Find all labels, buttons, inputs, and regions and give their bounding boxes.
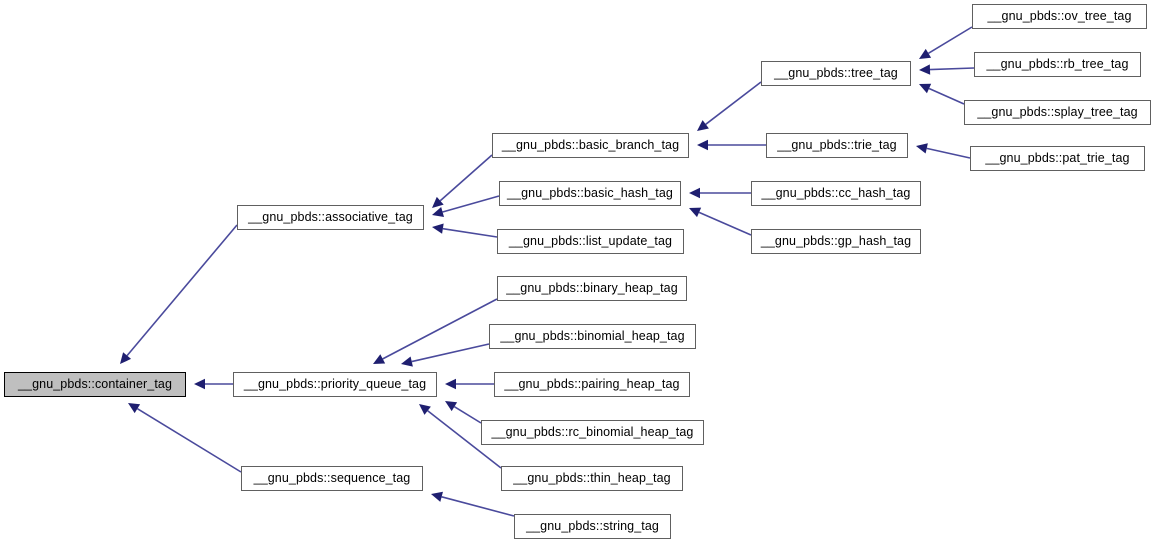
edge-string_tag-to-sequence_tag bbox=[431, 491, 515, 517]
class-node-binomial_heap_tag[interactable]: __gnu_pbds::binomial_heap_tag bbox=[489, 324, 696, 349]
class-node-label: __gnu_pbds::cc_hash_tag bbox=[761, 186, 911, 201]
class-node-label: __gnu_pbds::basic_branch_tag bbox=[501, 138, 680, 153]
class-node-trie_tag[interactable]: __gnu_pbds::trie_tag bbox=[766, 133, 908, 158]
edge-binomial_heap_tag-to-priority_queue_tag bbox=[401, 343, 490, 367]
class-node-priority_queue_tag[interactable]: __gnu_pbds::priority_queue_tag bbox=[233, 372, 437, 397]
edge-tree_tag-to-basic_branch_tag bbox=[697, 81, 762, 131]
edge-list_update_tag-to-associative_tag bbox=[432, 223, 498, 238]
class-node-pairing_heap_tag[interactable]: __gnu_pbds::pairing_heap_tag bbox=[494, 372, 690, 397]
edge-pat_trie_tag-to-trie_tag bbox=[916, 143, 971, 159]
class-node-tree_tag[interactable]: __gnu_pbds::tree_tag bbox=[761, 61, 911, 86]
class-node-binary_heap_tag[interactable]: __gnu_pbds::binary_heap_tag bbox=[497, 276, 687, 301]
class-node-label: __gnu_pbds::string_tag bbox=[526, 519, 659, 534]
edge-cc_hash_tag-to-basic_hash_tag bbox=[689, 187, 751, 199]
edge-basic_hash_tag-to-associative_tag bbox=[432, 195, 500, 218]
class-node-cc_hash_tag[interactable]: __gnu_pbds::cc_hash_tag bbox=[751, 181, 921, 206]
class-node-basic_hash_tag[interactable]: __gnu_pbds::basic_hash_tag bbox=[499, 181, 681, 206]
class-node-label: __gnu_pbds::gp_hash_tag bbox=[760, 234, 912, 249]
edge-associative_tag-to-container_tag bbox=[120, 224, 238, 364]
class-node-label: __gnu_pbds::binomial_heap_tag bbox=[500, 329, 685, 344]
class-node-label: __gnu_pbds::basic_hash_tag bbox=[507, 186, 673, 201]
class-node-label: __gnu_pbds::pat_trie_tag bbox=[985, 151, 1130, 166]
edge-rc_binomial_heap_tag-to-priority_queue_tag bbox=[445, 401, 482, 424]
class-node-basic_branch_tag[interactable]: __gnu_pbds::basic_branch_tag bbox=[492, 133, 689, 158]
class-node-splay_tree_tag[interactable]: __gnu_pbds::splay_tree_tag bbox=[964, 100, 1151, 125]
edge-splay_tree_tag-to-tree_tag bbox=[919, 83, 965, 105]
class-node-label: __gnu_pbds::sequence_tag bbox=[253, 471, 411, 486]
edge-gp_hash_tag-to-basic_hash_tag bbox=[689, 207, 752, 236]
class-node-string_tag[interactable]: __gnu_pbds::string_tag bbox=[514, 514, 671, 539]
class-node-sequence_tag[interactable]: __gnu_pbds::sequence_tag bbox=[241, 466, 423, 491]
class-node-container_tag[interactable]: __gnu_pbds::container_tag bbox=[4, 372, 186, 397]
class-node-thin_heap_tag[interactable]: __gnu_pbds::thin_heap_tag bbox=[501, 466, 683, 491]
edge-trie_tag-to-basic_branch_tag bbox=[697, 139, 766, 151]
class-node-gp_hash_tag[interactable]: __gnu_pbds::gp_hash_tag bbox=[751, 229, 921, 254]
edge-rb_tree_tag-to-tree_tag bbox=[919, 64, 975, 75]
edge-priority_queue_tag-to-container_tag bbox=[194, 378, 233, 390]
class-node-label: __gnu_pbds::priority_queue_tag bbox=[243, 377, 427, 392]
edge-binary_heap_tag-to-priority_queue_tag bbox=[373, 298, 498, 364]
class-node-label: __gnu_pbds::rb_tree_tag bbox=[986, 57, 1129, 72]
class-node-label: __gnu_pbds::splay_tree_tag bbox=[977, 105, 1138, 120]
edge-pairing_heap_tag-to-priority_queue_tag bbox=[445, 378, 494, 390]
edge-basic_branch_tag-to-associative_tag bbox=[432, 154, 493, 208]
class-node-ov_tree_tag[interactable]: __gnu_pbds::ov_tree_tag bbox=[972, 4, 1147, 29]
class-node-label: __gnu_pbds::pairing_heap_tag bbox=[504, 377, 680, 392]
class-node-label: __gnu_pbds::tree_tag bbox=[774, 66, 898, 81]
class-node-label: __gnu_pbds::list_update_tag bbox=[508, 234, 673, 249]
class-node-label: __gnu_pbds::ov_tree_tag bbox=[987, 9, 1132, 24]
class-node-associative_tag[interactable]: __gnu_pbds::associative_tag bbox=[237, 205, 424, 230]
class-node-label: __gnu_pbds::binary_heap_tag bbox=[506, 281, 678, 296]
class-node-label: __gnu_pbds::thin_heap_tag bbox=[513, 471, 671, 486]
class-node-label: __gnu_pbds::associative_tag bbox=[248, 210, 413, 225]
edge-ov_tree_tag-to-tree_tag bbox=[919, 26, 973, 59]
class-node-label: __gnu_pbds::rc_binomial_heap_tag bbox=[491, 425, 694, 440]
edge-sequence_tag-to-container_tag bbox=[128, 403, 242, 473]
class-node-label: __gnu_pbds::trie_tag bbox=[777, 138, 897, 153]
class-node-list_update_tag[interactable]: __gnu_pbds::list_update_tag bbox=[497, 229, 684, 254]
class-node-rc_binomial_heap_tag[interactable]: __gnu_pbds::rc_binomial_heap_tag bbox=[481, 420, 704, 445]
class-node-label: __gnu_pbds::container_tag bbox=[17, 377, 172, 392]
class-node-rb_tree_tag[interactable]: __gnu_pbds::rb_tree_tag bbox=[974, 52, 1141, 77]
class-node-pat_trie_tag[interactable]: __gnu_pbds::pat_trie_tag bbox=[970, 146, 1145, 171]
